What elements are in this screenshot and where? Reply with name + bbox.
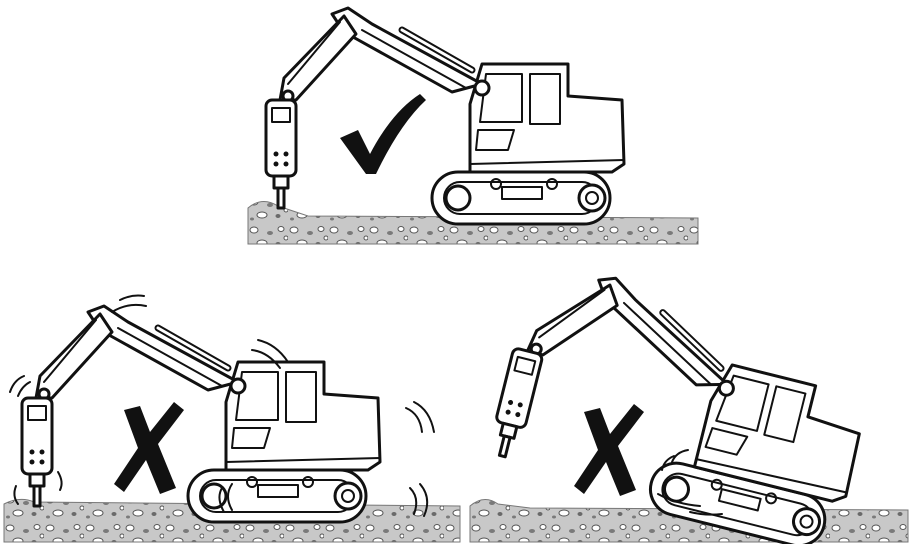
vibration-lines-icon xyxy=(9,294,435,517)
excavator xyxy=(22,306,380,522)
excavator xyxy=(484,258,884,544)
cross-mark-icon xyxy=(574,404,644,496)
cross-mark-icon xyxy=(114,402,184,494)
excavator xyxy=(266,8,624,224)
panel-wrong-vibrating xyxy=(3,294,461,543)
panel-correct xyxy=(247,8,699,245)
check-mark-icon xyxy=(340,94,426,174)
panel-wrong-tilted xyxy=(469,258,909,544)
tipping-lines-icon xyxy=(657,449,723,516)
